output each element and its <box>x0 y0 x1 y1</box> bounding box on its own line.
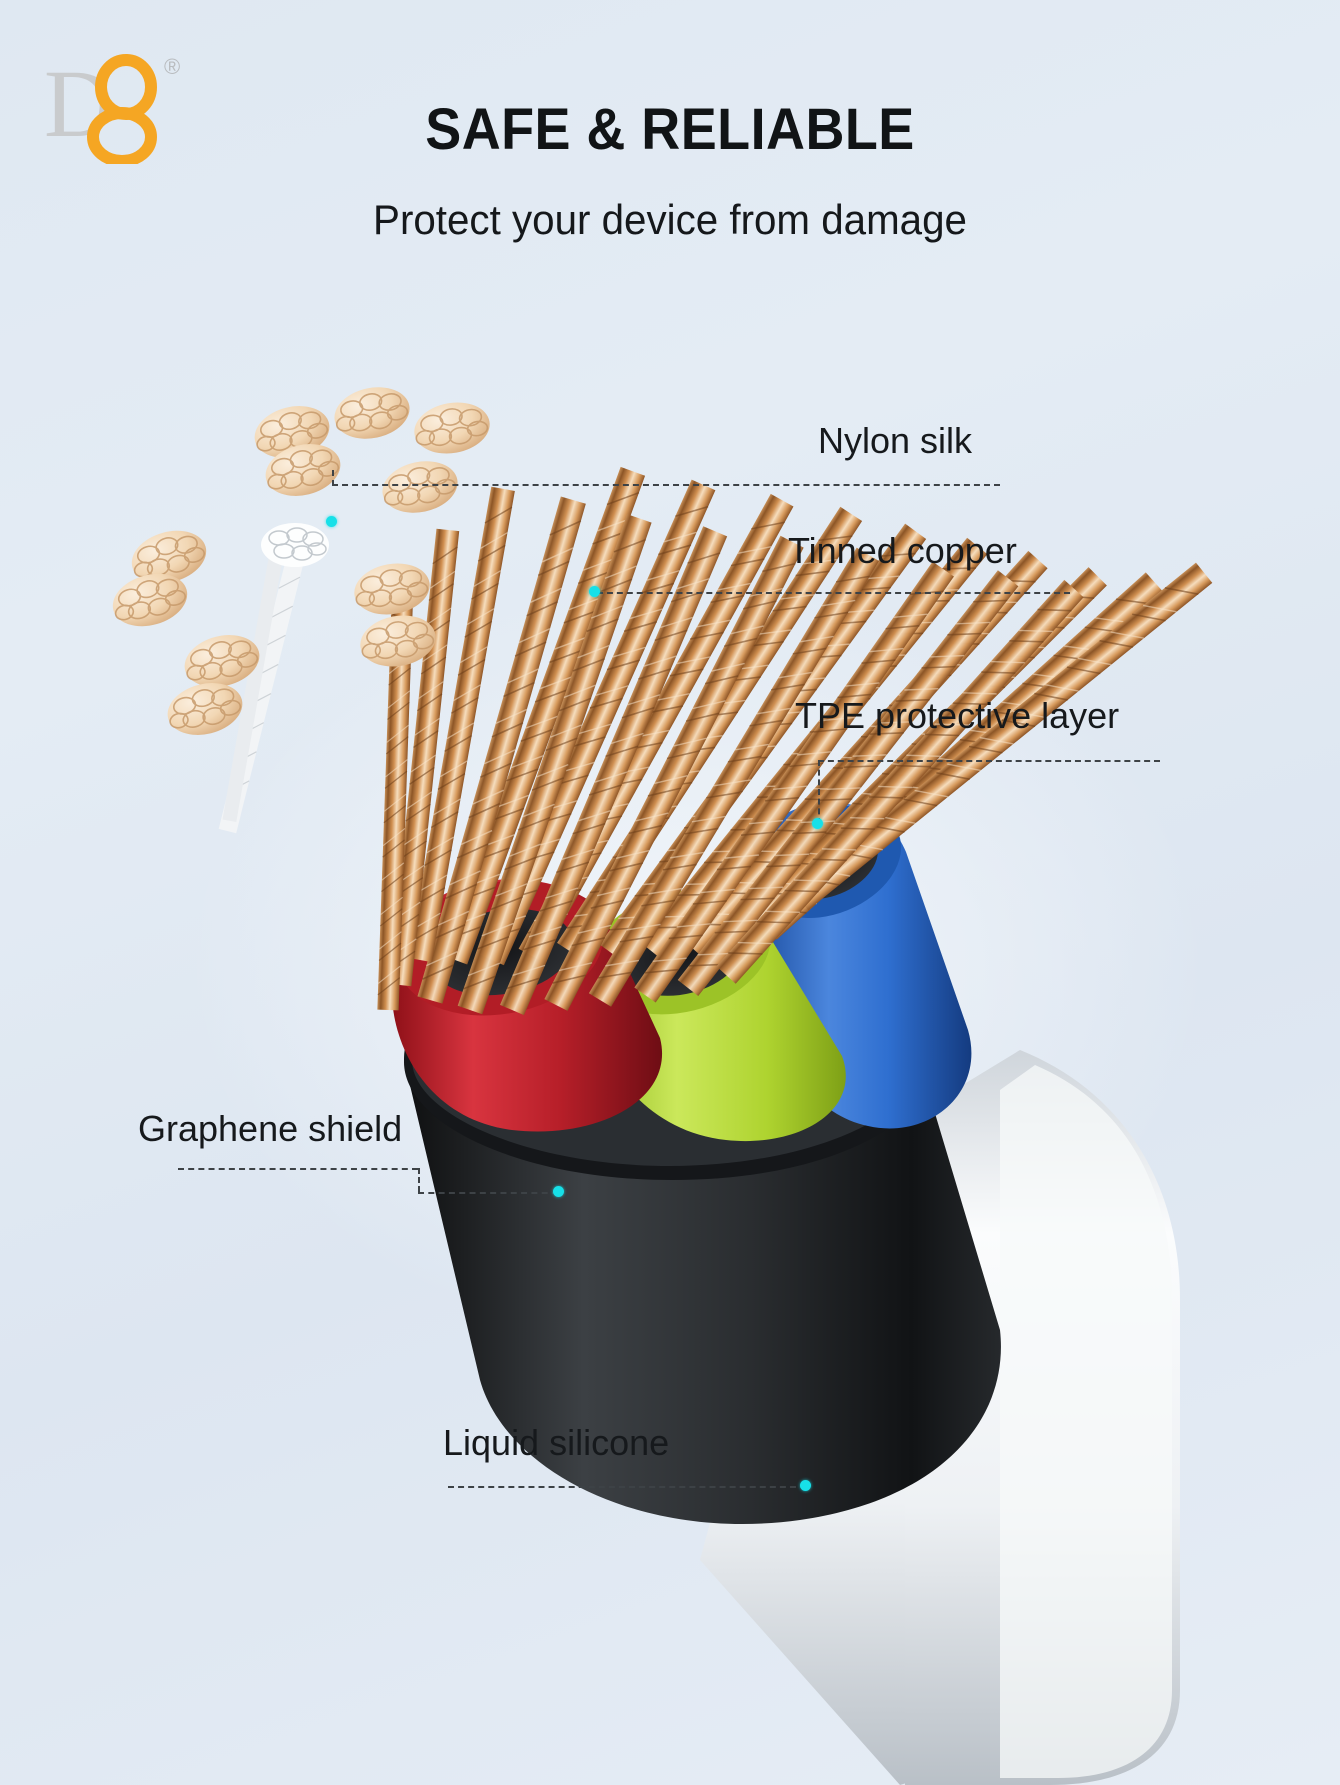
callout-label-nylon-silk: Nylon silk <box>818 420 973 461</box>
page-subtitle: Protect your device from damage <box>373 196 967 243</box>
leader-line-tinned-copper <box>597 592 1070 594</box>
logo-digit-8 <box>87 54 157 164</box>
leader-line-nylon-silk <box>332 484 1000 486</box>
leader-line-graphene-shield-upper <box>178 1168 418 1170</box>
leader-tick-graphene-shield <box>418 1168 420 1192</box>
callout-dot-tinned-copper <box>589 586 600 597</box>
copper-strand-bundle <box>105 379 1214 1016</box>
leader-tick-tpe-protective-layer <box>818 760 820 824</box>
logo-registered-mark: ® <box>164 54 180 79</box>
callout-dot-liquid-silicone <box>800 1480 811 1491</box>
callout-label-tinned-copper: Tinned copper <box>788 530 1017 571</box>
leader-line-graphene-shield-lower <box>418 1192 558 1194</box>
page-title: SAFE & RELIABLE <box>425 97 915 162</box>
callout-dot-tpe-protective-layer <box>812 818 823 829</box>
leader-line-liquid-silicone <box>448 1486 806 1488</box>
callout-label-liquid-silicone: Liquid silicone <box>443 1422 670 1463</box>
leader-line-tpe-protective-layer <box>818 760 1160 762</box>
brand-logo: D ® <box>40 44 230 164</box>
callout-dot-nylon-silk <box>326 516 337 527</box>
tinned-copper-strands <box>218 523 329 834</box>
callout-label-graphene-shield: Graphene shield <box>138 1108 403 1149</box>
leader-tick-nylon-silk <box>332 470 334 486</box>
callout-label-tpe-protective-layer: TPE protective layer <box>795 695 1120 736</box>
callout-dot-graphene-shield <box>553 1186 564 1197</box>
